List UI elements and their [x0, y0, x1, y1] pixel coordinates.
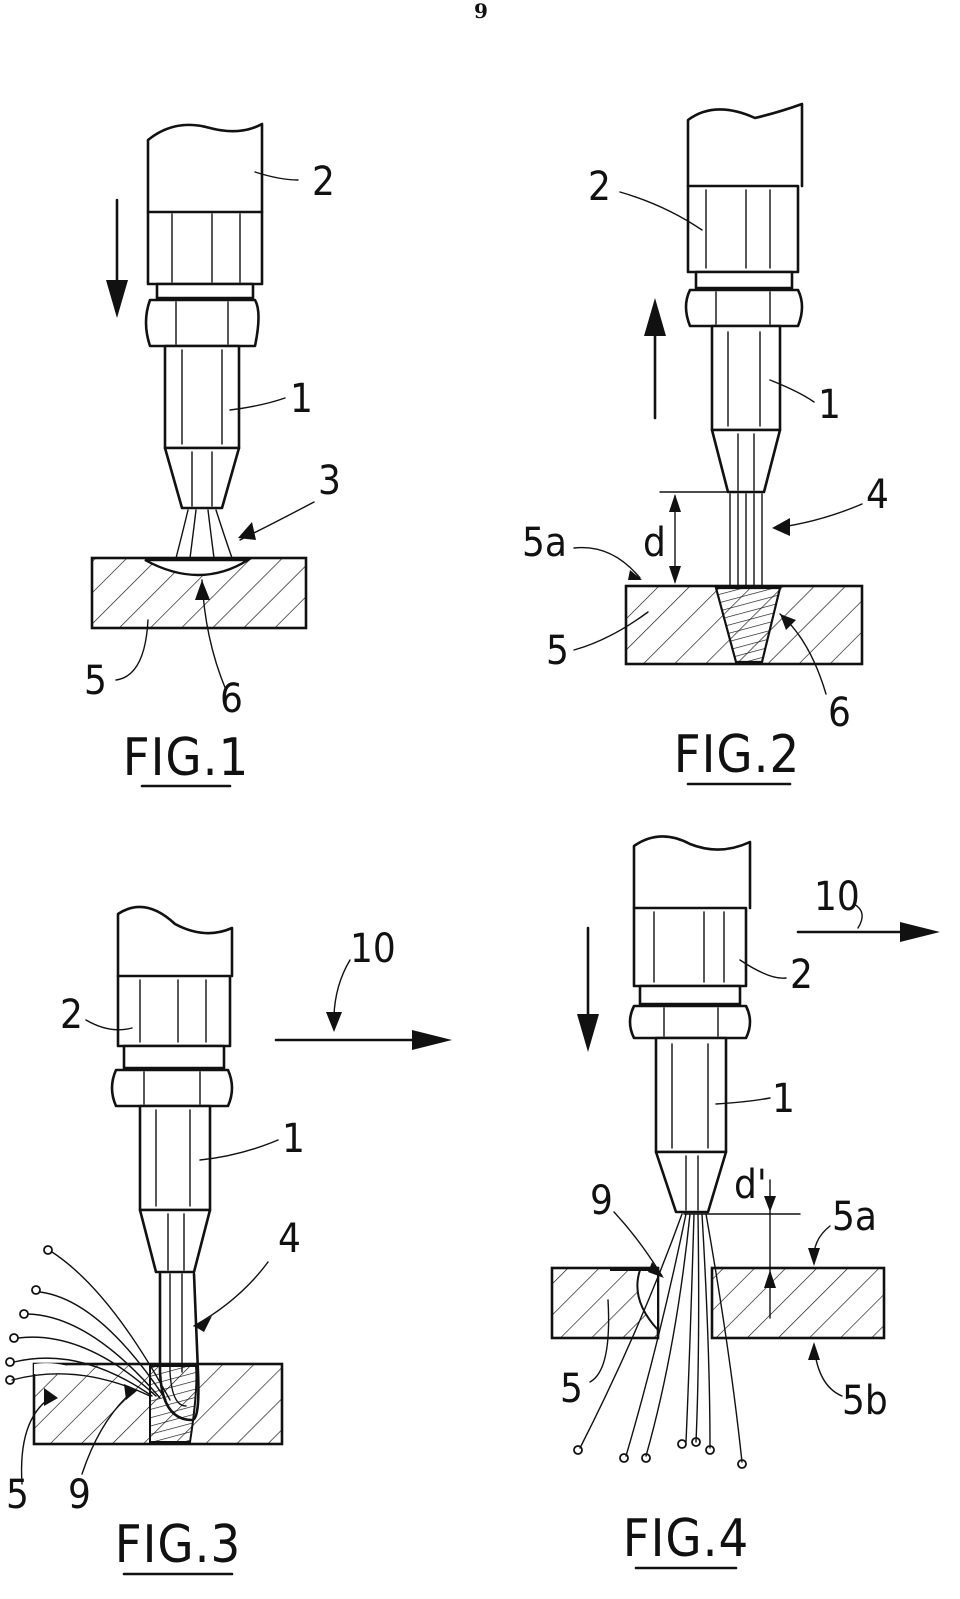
- fig2-label-4: 4: [866, 472, 889, 518]
- fig2-label-6: 6: [828, 690, 851, 736]
- fig1-caption: FIG.1: [123, 728, 250, 788]
- page-number: 9: [474, 0, 488, 23]
- fig3-label-10: 10: [350, 926, 396, 972]
- fig2-label-d: d: [643, 520, 666, 566]
- fig1-label-5: 5: [84, 658, 107, 704]
- fig4-caption: FIG.4: [623, 1509, 750, 1569]
- fig3-caption: FIG.3: [115, 1515, 242, 1575]
- fig1-label-3: 3: [318, 458, 341, 504]
- fig3-label-9: 9: [68, 1472, 91, 1518]
- fig4-label-5: 5: [560, 1366, 583, 1412]
- fig2-label-5: 5: [546, 628, 569, 674]
- fig1-label-1: 1: [290, 376, 313, 422]
- figure-1: 2 1 3 5 6 FIG.1: [84, 122, 341, 788]
- fig4-label-5b: 5b: [842, 1378, 888, 1424]
- fig4-label-5a: 5a: [832, 1194, 877, 1240]
- figure-4: 10 2 1 d' 9 5a 5 5b FIG.4: [550, 835, 940, 1570]
- fig2-label-1: 1: [818, 382, 841, 428]
- fig3-label-5: 5: [6, 1472, 29, 1518]
- fig2-label-2: 2: [588, 164, 611, 210]
- fig3-label-2: 2: [60, 992, 83, 1038]
- fig2-caption: FIG.2: [674, 725, 801, 785]
- fig3-label-1: 1: [282, 1116, 305, 1162]
- fig1-label-2: 2: [312, 159, 335, 205]
- fig4-label-2: 2: [790, 952, 813, 998]
- fig4-label-d-prime: d': [734, 1162, 767, 1208]
- fig4-label-1: 1: [772, 1076, 795, 1122]
- figure-3: 2 10 1 4 5 9 FIG.3: [5, 905, 452, 1576]
- fig2-label-5a: 5a: [522, 520, 567, 566]
- fig1-label-6: 6: [220, 676, 243, 722]
- fig4-label-9: 9: [590, 1178, 613, 1224]
- figure-2: 2 1 4 5a d 5 6 FIG.2: [522, 102, 889, 786]
- fig3-label-4: 4: [278, 1216, 301, 1262]
- fig4-label-10: 10: [814, 874, 860, 920]
